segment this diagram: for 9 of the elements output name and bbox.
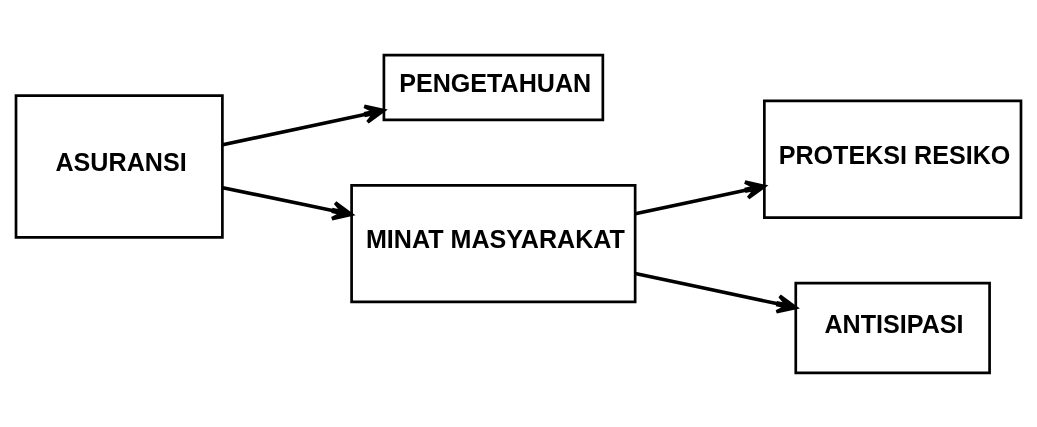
node-box: MINAT MASYARAKAT	[350, 183, 637, 303]
arrow	[634, 179, 766, 215]
node-box: PENGETAHUAN	[382, 53, 605, 121]
node-box: ASURANSI	[14, 93, 224, 239]
arrow	[634, 271, 798, 314]
node-box: PROTEKSI RESIKO	[763, 99, 1023, 219]
arrow	[222, 104, 386, 146]
node-box: ANTISIPASI	[794, 281, 991, 374]
arrow	[222, 185, 353, 220]
